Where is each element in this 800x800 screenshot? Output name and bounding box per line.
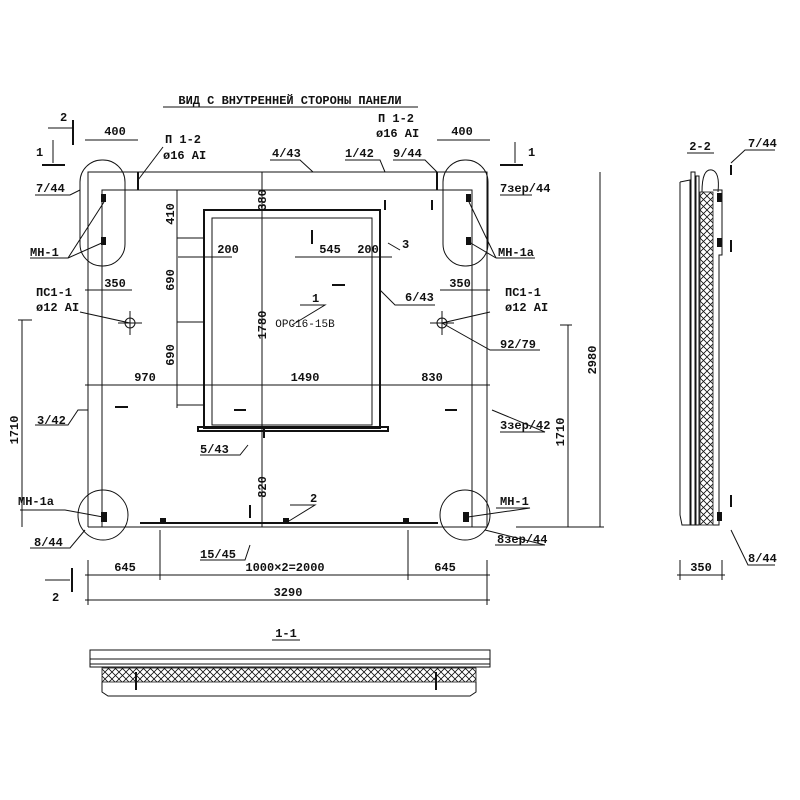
dim-830: 830 <box>421 371 443 385</box>
label-3zer-42: 3зер/42 <box>500 419 550 433</box>
dim-690-b: 690 <box>164 344 178 366</box>
dim-3290: 3290 <box>274 586 303 600</box>
label-p12-right: П 1-2 <box>378 112 414 126</box>
label-92-79: 92/79 <box>500 338 536 352</box>
label-8-44: 8/44 <box>34 536 63 550</box>
label-9-44: 9/44 <box>393 147 422 161</box>
label-1-42: 1/42 <box>345 147 374 161</box>
label-5-43: 5/43 <box>200 443 229 457</box>
window-type: ОРС16-15В <box>275 319 335 331</box>
label-mn1a-top: МН-1а <box>498 246 534 260</box>
label-p12-left-dia: ø16 AI <box>163 149 206 163</box>
label-15-45: 15/45 <box>200 548 236 562</box>
dim-200-b: 200 <box>357 243 379 257</box>
section-2-2-title: 2-2 <box>689 140 711 154</box>
cut-1-left: 1 <box>36 146 43 160</box>
dim-970: 970 <box>134 371 156 385</box>
cut-2-bottom: 2 <box>52 591 59 605</box>
label-3-42: 3/42 <box>37 414 66 428</box>
section-2-2-drawing <box>677 149 775 580</box>
dim-400-left: 400 <box>104 125 126 139</box>
dim-380: 380 <box>256 189 270 211</box>
dim-1710-right: 1710 <box>554 418 568 447</box>
dimension-lines <box>18 139 604 605</box>
panel-elevation <box>77 159 491 541</box>
label-mn1a-bottom: МН-1а <box>18 495 54 509</box>
section-1-1-drawing <box>89 649 491 697</box>
label-mn1-top: МН-1 <box>30 246 59 260</box>
label-ps11-left: ПС1-1 <box>36 286 72 300</box>
leader-lines <box>20 146 546 561</box>
dim-645-right: 645 <box>434 561 456 575</box>
label-p12-left: П 1-2 <box>165 133 201 147</box>
label-p12-right-dia: ø16 AI <box>376 127 419 141</box>
window-number: 1 <box>312 292 319 306</box>
label-7zer-44: 7зер/44 <box>500 182 550 196</box>
dim-690-a: 690 <box>164 269 178 291</box>
dim-400-right: 400 <box>451 125 473 139</box>
dim-545: 545 <box>319 243 341 257</box>
dim-645-left: 645 <box>114 561 136 575</box>
dim-1490: 1490 <box>291 371 320 385</box>
dim-1780: 1780 <box>256 311 270 340</box>
label-2: 2 <box>310 492 317 506</box>
dim-1710-left: 1710 <box>8 416 22 445</box>
dim-2000: 1000×2=2000 <box>245 561 324 575</box>
dim-410: 410 <box>164 203 178 225</box>
section-2-2-dim-350: 350 <box>690 561 712 575</box>
section-1-1-title: 1-1 <box>275 627 297 641</box>
label-ps11-right: ПС1-1 <box>505 286 541 300</box>
label-6-43: 6/43 <box>405 291 434 305</box>
drawing-title: ВИД С ВНУТРЕННЕЙ СТОРОНЫ ПАНЕЛИ <box>178 93 401 108</box>
dim-350-left: 350 <box>104 277 126 291</box>
dim-200-a: 200 <box>217 243 239 257</box>
cut-1-right: 1 <box>528 146 535 160</box>
label-3: 3 <box>402 238 409 252</box>
label-ps11-left-dia: ø12 AI <box>36 301 79 315</box>
dim-2980: 2980 <box>586 346 600 375</box>
label-4-43: 4/43 <box>272 147 301 161</box>
dim-820: 820 <box>256 476 270 498</box>
label-ps11-right-dia: ø12 AI <box>505 301 548 315</box>
section-cut-markers <box>42 120 523 592</box>
label-7-44: 7/44 <box>36 182 65 196</box>
cut-2-top: 2 <box>60 111 67 125</box>
label-mn1-bottom: МН-1 <box>500 495 529 509</box>
dim-350-right: 350 <box>449 277 471 291</box>
section-2-2-label-7-44: 7/44 <box>748 137 777 151</box>
section-2-2-label-8-44: 8/44 <box>748 552 777 566</box>
label-8zer-44: 8зер/44 <box>497 533 547 547</box>
